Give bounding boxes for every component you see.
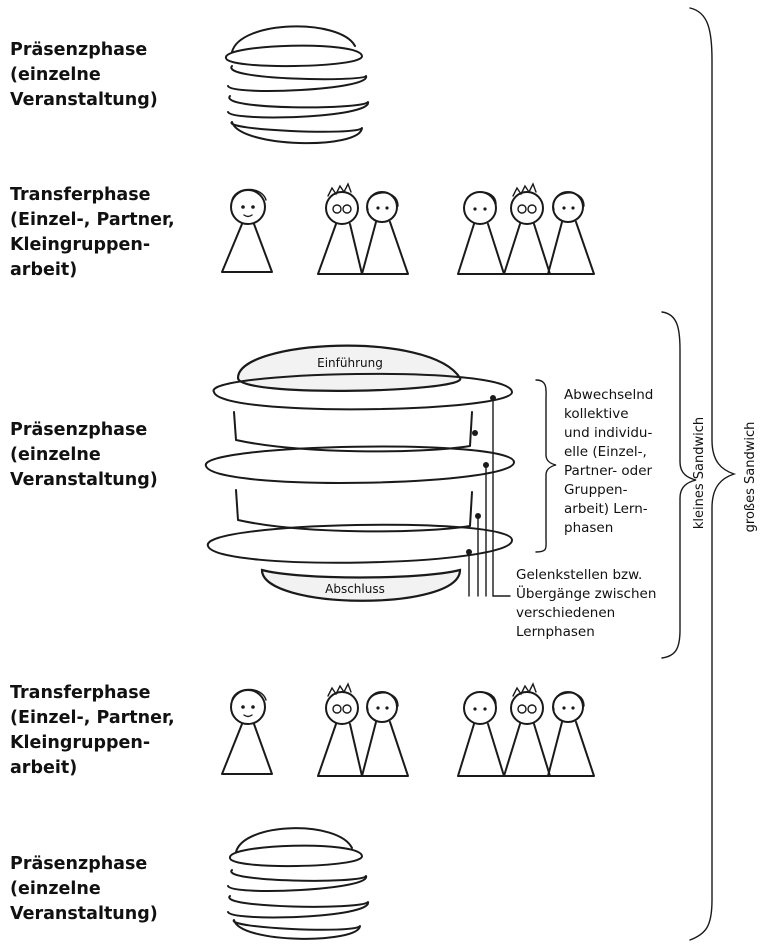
annotation-alternating-phases: Abwechselnd kollektive und individu- ell… — [564, 387, 654, 536]
joint-connectors — [468, 397, 511, 597]
alternating-brace — [535, 379, 557, 553]
small-sandwich-brace — [661, 311, 697, 659]
annotation-joints: Gelenkstellen bzw. Übergänge zwischen ve… — [516, 567, 657, 640]
phase-label-transfer-2: Transferphase (Einzel-, Partner, Kleingr… — [10, 683, 175, 778]
big-sandwich-brace — [689, 7, 737, 941]
phase-label-transfer-1: Transferphase (Einzel-, Partner, Kleingr… — [10, 185, 175, 280]
people-group-1 — [221, 182, 595, 275]
small-sandwich-2 — [227, 827, 370, 940]
sandwich-bottom-label: Abschluss — [325, 582, 385, 596]
phase-label-presence-3: Präsenzphase (einzelne Veranstaltung) — [10, 854, 158, 924]
phase-label-presence-1: Präsenzphase (einzelne Veranstaltung) — [10, 40, 158, 110]
label-big-sandwich: großes Sandwich — [743, 421, 758, 533]
label-small-sandwich: kleines Sandwich — [692, 416, 707, 530]
people-group-2 — [221, 682, 595, 777]
sandwich-top-label: Einführung — [317, 356, 383, 370]
big-sandwich — [204, 344, 516, 602]
phase-label-presence-2: Präsenzphase (einzelne Veranstaltung) — [10, 420, 158, 490]
small-sandwich-1 — [224, 25, 370, 145]
